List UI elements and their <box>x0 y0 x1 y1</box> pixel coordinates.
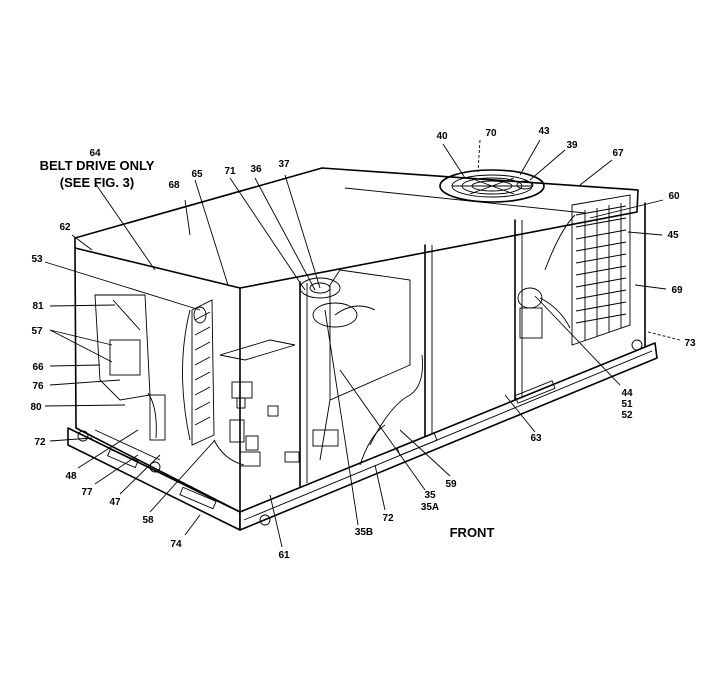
callout-52: 52 <box>621 410 633 421</box>
belt-drive-note-ref: (SEE FIG. 3) <box>60 175 134 190</box>
callout-72-left: 72 <box>34 437 46 448</box>
callout-58: 58 <box>142 515 154 526</box>
leader-lines <box>44 139 681 548</box>
callout-81: 81 <box>32 301 44 312</box>
unit-cabinet <box>67 167 658 531</box>
callout-47: 47 <box>109 497 121 508</box>
callout-69: 69 <box>671 285 683 296</box>
callout-60: 60 <box>668 191 680 202</box>
callout-70: 70 <box>485 128 497 139</box>
callout-66: 66 <box>32 362 44 373</box>
condenser-coil <box>517 194 631 346</box>
callout-72-front: 72 <box>382 513 394 524</box>
control-box <box>213 339 300 467</box>
callout-45: 45 <box>667 230 679 241</box>
callout-37: 37 <box>278 159 290 170</box>
callout-73: 73 <box>684 338 696 349</box>
callout-39: 39 <box>566 140 578 151</box>
callout-57: 57 <box>31 326 43 337</box>
callout-64: 64 <box>89 148 101 159</box>
callout-48: 48 <box>65 471 77 482</box>
callout-numbers: 64 68 65 71 36 37 40 70 43 39 67 60 45 6… <box>30 126 696 561</box>
callout-44: 44 <box>621 388 633 399</box>
callout-71: 71 <box>224 166 236 177</box>
callout-74: 74 <box>170 539 182 550</box>
callout-65: 65 <box>191 169 203 180</box>
callout-76: 76 <box>32 381 44 392</box>
callout-63: 63 <box>530 433 542 444</box>
callout-61: 61 <box>278 550 290 561</box>
callout-40: 40 <box>436 131 448 142</box>
callout-53: 53 <box>31 254 43 265</box>
front-panels <box>299 219 523 487</box>
header-note: BELT DRIVE ONLY (SEE FIG. 3) <box>40 158 155 190</box>
condenser-fan <box>439 169 545 203</box>
callout-59: 59 <box>445 479 457 490</box>
front-label: FRONT <box>450 525 495 540</box>
evaporator-coil <box>94 294 215 461</box>
callout-77: 77 <box>81 487 93 498</box>
callout-43: 43 <box>538 126 550 137</box>
belt-drive-note: BELT DRIVE ONLY <box>40 158 155 173</box>
callout-68: 68 <box>168 180 180 191</box>
callout-35b: 35B <box>355 527 373 538</box>
callout-67: 67 <box>612 148 624 159</box>
callout-35a: 35A <box>421 502 439 513</box>
callout-80: 80 <box>30 402 42 413</box>
callout-35: 35 <box>424 490 436 501</box>
callout-62: 62 <box>59 222 71 233</box>
callout-51: 51 <box>621 399 633 410</box>
callout-36: 36 <box>250 164 262 175</box>
